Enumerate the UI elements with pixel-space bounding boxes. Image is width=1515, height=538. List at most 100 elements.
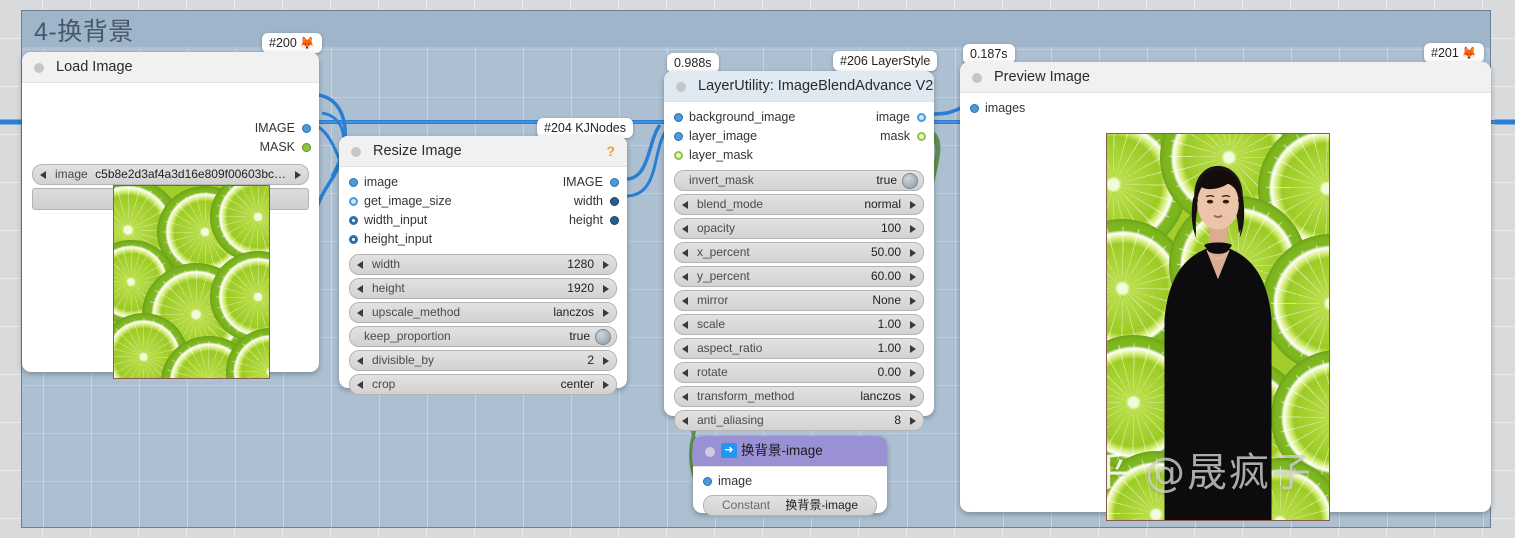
chevron-right-icon[interactable]: [603, 380, 609, 389]
chevron-left-icon[interactable]: [682, 272, 688, 281]
node-load-image[interactable]: Load Image IMAGE MASK image c5b8e2d3af4a…: [22, 52, 319, 379]
chevron-right-icon[interactable]: [603, 308, 609, 317]
port-dot-image-out[interactable]: [917, 113, 926, 122]
widget-height[interactable]: height 1920: [349, 278, 617, 299]
chevron-right-icon[interactable]: [910, 320, 916, 329]
node-badge-preview-image[interactable]: #201🦊: [1424, 43, 1484, 63]
widget-rotate[interactable]: rotate 0.00: [674, 362, 924, 383]
node-badge-load-image[interactable]: #200🦊: [262, 33, 322, 53]
chevron-right-icon[interactable]: [295, 170, 301, 179]
chevron-right-icon[interactable]: [910, 344, 916, 353]
chevron-right-icon[interactable]: [910, 368, 916, 377]
widget-anti-aliasing[interactable]: anti_aliasing 8: [674, 410, 924, 431]
port-dot-image-out[interactable]: [610, 178, 619, 187]
chevron-left-icon[interactable]: [357, 284, 363, 293]
collapse-dot-icon[interactable]: [972, 73, 982, 83]
widget-crop[interactable]: crop center: [349, 374, 617, 395]
widget-width[interactable]: width 1280: [349, 254, 617, 275]
chevron-right-icon[interactable]: [910, 248, 916, 257]
chevron-left-icon[interactable]: [357, 356, 363, 365]
chevron-right-icon[interactable]: [603, 260, 609, 269]
port-dot-layer-mask[interactable]: [674, 151, 683, 160]
node-preview-image[interactable]: Preview Image images: [960, 62, 1491, 521]
chevron-left-icon[interactable]: [682, 248, 688, 257]
chevron-left-icon[interactable]: [682, 344, 688, 353]
node-constant-change-background-image[interactable]: ➜ 换背景-image image Constant 换背景-image: [693, 436, 887, 516]
widget-y-percent[interactable]: y_percent 60.00: [674, 266, 924, 287]
chevron-right-icon[interactable]: [910, 392, 916, 401]
slot-image[interactable]: image: [693, 472, 887, 490]
chevron-right-icon[interactable]: [910, 296, 916, 305]
slot-background-image[interactable]: background_image image: [664, 108, 934, 126]
widget-invert-mask[interactable]: invert_mask true: [674, 170, 924, 191]
widget-x-percent[interactable]: x_percent 50.00: [674, 242, 924, 263]
chevron-left-icon[interactable]: [682, 200, 688, 209]
port-dot-image-in[interactable]: [349, 178, 358, 187]
widget-image-combo[interactable]: image c5b8e2d3af4a3d16e809f00603bc…: [32, 164, 309, 185]
chevron-left-icon[interactable]: [682, 296, 688, 305]
group-header[interactable]: [22, 11, 1490, 47]
widget-constant[interactable]: Constant 换背景-image: [703, 495, 877, 516]
widget-transform-method[interactable]: transform_method lanczos: [674, 386, 924, 407]
node-layerstyle-imageblendadvance[interactable]: LayerUtility: ImageBlendAdvance V2 backg…: [664, 71, 934, 431]
output-slot-mask[interactable]: MASK: [22, 138, 319, 156]
node-badge-resize-image[interactable]: #204 KJNodes: [537, 118, 634, 138]
chevron-left-icon[interactable]: [357, 260, 363, 269]
chevron-left-icon[interactable]: [682, 416, 688, 425]
chevron-left-icon[interactable]: [40, 170, 46, 179]
port-dot-get-image-size[interactable]: [349, 197, 358, 206]
port-dot-width-input[interactable]: [349, 216, 358, 225]
slot-get-image-size[interactable]: get_image_size width: [339, 192, 627, 210]
slot-width-input[interactable]: width_input height: [339, 211, 627, 229]
node-title-bar[interactable]: ➜ 换背景-image: [693, 436, 887, 467]
toggle-knob[interactable]: [902, 173, 918, 189]
toggle-knob[interactable]: [595, 329, 611, 345]
chevron-right-icon[interactable]: [603, 284, 609, 293]
port-dot-background-image[interactable]: [674, 113, 683, 122]
slot-layer-mask[interactable]: layer_mask: [664, 146, 934, 164]
widget-upscale-method[interactable]: upscale_method lanczos: [349, 302, 617, 323]
widget-scale[interactable]: scale 1.00: [674, 314, 924, 335]
port-dot-layer-image[interactable]: [674, 132, 683, 141]
widget-aspect-ratio[interactable]: aspect_ratio 1.00: [674, 338, 924, 359]
widget-opacity[interactable]: opacity 100: [674, 218, 924, 239]
node-title-bar[interactable]: Load Image: [22, 52, 319, 83]
collapse-dot-icon[interactable]: [34, 63, 44, 73]
output-slot-image[interactable]: IMAGE: [22, 119, 319, 137]
chevron-right-icon[interactable]: [910, 416, 916, 425]
chevron-right-icon[interactable]: [910, 224, 916, 233]
chevron-right-icon[interactable]: [910, 272, 916, 281]
port-dot-images[interactable]: [970, 104, 979, 113]
help-icon[interactable]: ?: [606, 143, 615, 159]
port-dot-width-out[interactable]: [610, 197, 619, 206]
port-dot-height-input[interactable]: [349, 235, 358, 244]
widget-mirror[interactable]: mirror None: [674, 290, 924, 311]
widget-blend-mode[interactable]: blend_mode normal: [674, 194, 924, 215]
chevron-left-icon[interactable]: [682, 392, 688, 401]
slot-layer-image[interactable]: layer_image mask: [664, 127, 934, 145]
chevron-right-icon[interactable]: [603, 356, 609, 365]
port-dot-mask-out[interactable]: [917, 132, 926, 141]
port-dot-mask[interactable]: [302, 143, 311, 152]
chevron-left-icon[interactable]: [682, 320, 688, 329]
port-dot-image[interactable]: [302, 124, 311, 133]
chevron-right-icon[interactable]: [910, 200, 916, 209]
slot-images[interactable]: images: [960, 99, 1491, 117]
chevron-left-icon[interactable]: [682, 224, 688, 233]
port-dot-height-out[interactable]: [610, 216, 619, 225]
slot-image[interactable]: image IMAGE: [339, 173, 627, 191]
collapse-dot-icon[interactable]: [351, 147, 361, 157]
node-title-bar[interactable]: LayerUtility: ImageBlendAdvance V2: [664, 71, 934, 102]
widget-divisible-by[interactable]: divisible_by 2: [349, 350, 617, 371]
chevron-left-icon[interactable]: [357, 308, 363, 317]
slot-height-input[interactable]: height_input: [339, 230, 627, 248]
collapse-dot-icon[interactable]: [705, 447, 715, 457]
collapse-dot-icon[interactable]: [676, 82, 686, 92]
node-badge-layerstyle[interactable]: #206 LayerStyle: [833, 51, 938, 71]
port-dot-image[interactable]: [703, 477, 712, 486]
node-resize-image[interactable]: Resize Image ? image IMAGE get_image_siz…: [339, 136, 627, 395]
widget-keep-proportion[interactable]: keep_proportion true: [349, 326, 617, 347]
chevron-left-icon[interactable]: [682, 368, 688, 377]
node-title-bar[interactable]: Preview Image: [960, 62, 1491, 93]
